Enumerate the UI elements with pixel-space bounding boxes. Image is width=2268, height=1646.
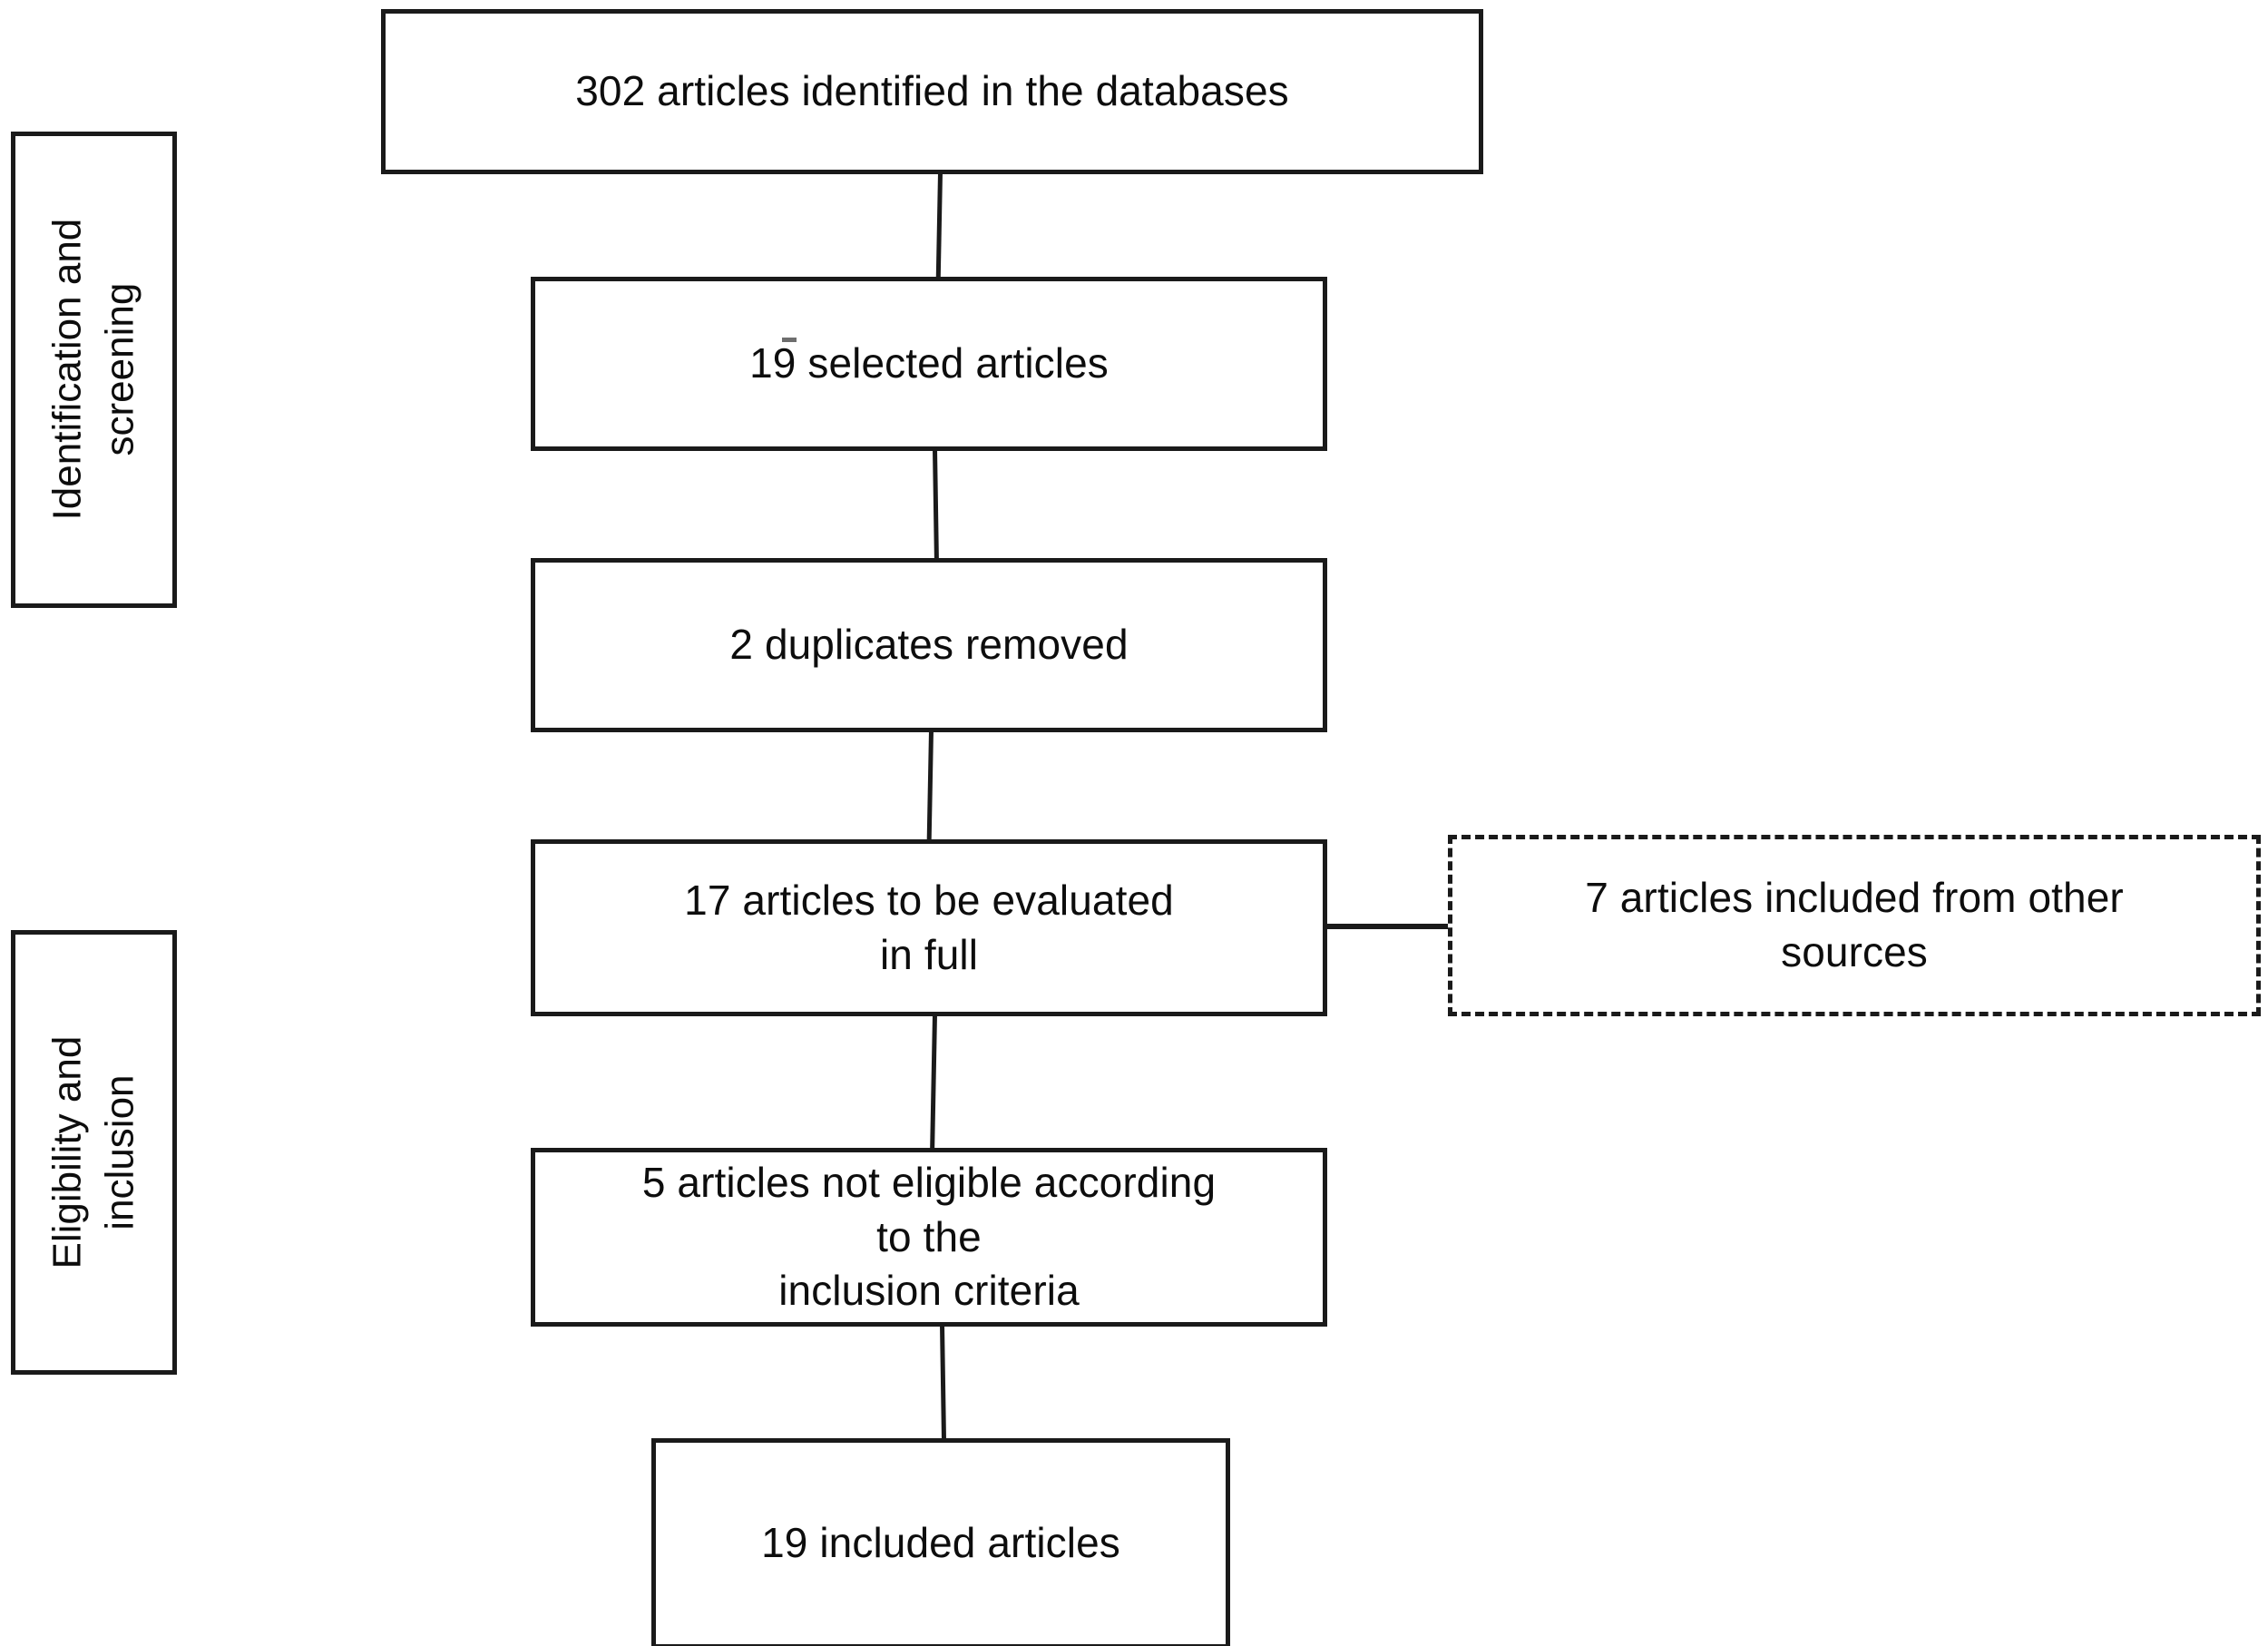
stray-tick-mark	[782, 338, 797, 342]
node-line: to the	[876, 1212, 982, 1260]
connector-evaluated-to-other-sources	[1325, 924, 1450, 929]
node-line: 302 articles identified in the databases	[575, 67, 1289, 115]
stage-label-line: Identification and	[44, 219, 90, 521]
stage-label-identification-and-screening: Identification and screening	[11, 132, 177, 608]
node-articles-identified: 302 articles identified in the databases	[381, 9, 1483, 174]
connector-selected-to-duplicates	[933, 448, 939, 561]
node-line: in full	[879, 930, 979, 978]
node-line: 2 duplicates removed	[729, 621, 1129, 669]
node-selected-articles: 19 selected articles	[531, 277, 1327, 451]
stage-label-eligibility-text: Eligibility and inclusion	[41, 1036, 146, 1269]
connector-not-eligible-to-included	[940, 1324, 947, 1442]
node-duplicates-removed: 2 duplicates removed	[531, 558, 1327, 732]
connector-evaluated-to-not-eligible	[930, 1014, 937, 1151]
node-articles-not-eligible: 5 articles not eligible according to the…	[531, 1148, 1327, 1327]
node-line: 19 selected articles	[749, 339, 1109, 387]
connector-duplicates-to-evaluated	[926, 730, 934, 842]
stage-label-identification-text: Identification and screening	[41, 219, 146, 521]
node-included-articles: 19 included articles	[651, 1438, 1230, 1646]
connector-identified-to-selected	[935, 171, 943, 280]
node-line: 19 included articles	[761, 1519, 1120, 1567]
node-line: sources	[1781, 928, 1928, 975]
node-line: 17 articles to be evaluated	[684, 876, 1174, 924]
stage-label-line: screening	[97, 283, 142, 456]
node-other-sources: 7 articles included from other sources	[1448, 835, 2261, 1016]
stage-label-line: Eligibility and	[44, 1035, 90, 1269]
stage-label-line: inclusion	[97, 1074, 142, 1230]
node-line: 7 articles included from other	[1585, 874, 2124, 922]
node-articles-to-be-evaluated: 17 articles to be evaluated in full	[531, 839, 1327, 1016]
node-line: inclusion criteria	[778, 1267, 1080, 1315]
stage-label-eligibility-and-inclusion: Eligibility and inclusion	[11, 930, 177, 1375]
node-line: 5 articles not eligible according	[641, 1158, 1217, 1206]
